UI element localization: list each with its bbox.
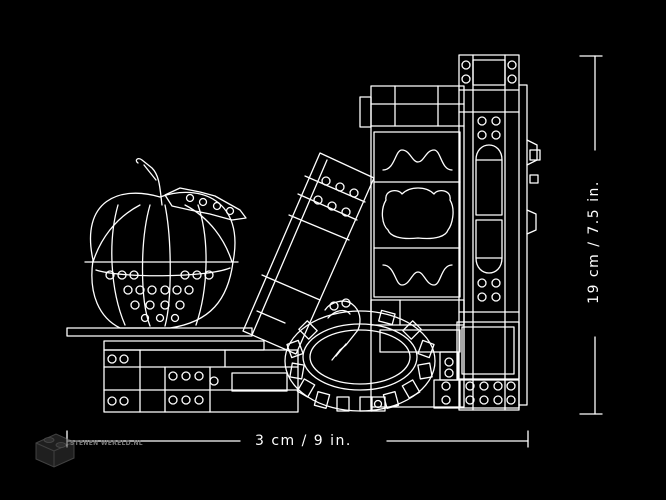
apple-base-plate [66,327,253,337]
watermark-logo-icon [35,433,75,468]
right-floor-bricks [433,321,520,409]
height-dimension-line [579,55,603,415]
right-book [458,54,541,411]
center-book [359,85,465,408]
mirror-ring [284,298,436,412]
apple-drawing [84,158,247,329]
watermark-brand-text: Stenen Wereld.nl [70,440,143,447]
width-dimension-label: 3 cm / 9 in. [255,433,352,449]
base-bricks [103,340,299,413]
height-dimension-label: 19 cm / 7.5 in. [586,180,602,304]
